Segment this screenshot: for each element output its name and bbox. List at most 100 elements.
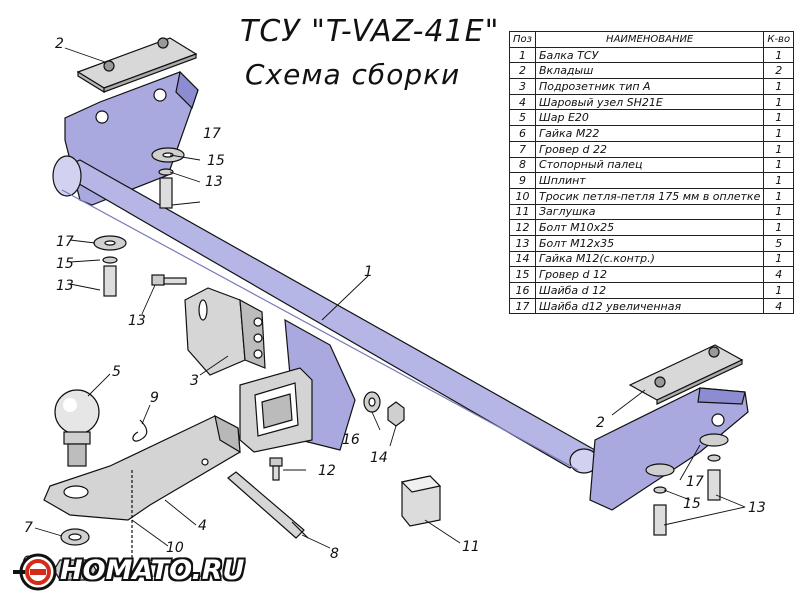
header-qty: К-во	[763, 31, 795, 48]
cell-name: Гровер d 22	[534, 140, 765, 158]
cell-name: Шаровый узел SH21E	[534, 93, 765, 111]
callout-14: 14	[370, 450, 388, 466]
cell-pos: 14	[509, 250, 536, 268]
part-5-tow-ball	[54, 389, 100, 467]
callout-16: 16	[342, 432, 360, 448]
cell-name: Гровер d 12	[534, 266, 765, 283]
part-16-washer	[363, 391, 381, 413]
leader-lines	[34, 47, 746, 549]
cell-qty: 1	[763, 46, 795, 64]
cell-pos: 11	[509, 203, 536, 221]
diagram-subtitle: Схема сборки	[245, 58, 461, 91]
diagram-title: ТСУ "T-VAZ-41E"	[240, 14, 500, 49]
callout-17-lower-left: 17	[56, 234, 74, 250]
cell-name: Болт М12х35	[534, 234, 765, 252]
cell-pos: 12	[509, 219, 536, 236]
cell-pos: 1	[509, 46, 536, 64]
part-2-upper-insert	[76, 37, 198, 94]
callout-9: 9	[150, 390, 159, 406]
callout-labels: 2 1 2 3 4 5 6 7 8 9 10 11 12 13 13 13 13…	[22, 36, 766, 570]
part-7-washer	[60, 528, 90, 546]
cell-qty: 1	[763, 109, 795, 127]
callout-1: 1	[364, 264, 373, 280]
cell-qty: 1	[763, 140, 795, 158]
callout-15-lower-left: 15	[56, 256, 74, 272]
callout-17-upper-left: 17	[203, 126, 221, 142]
part-9-cotter-pin	[132, 419, 148, 442]
cell-qty: 1	[763, 172, 795, 189]
callout-17-right: 17	[686, 474, 704, 490]
cell-qty: 1	[763, 219, 795, 236]
cell-pos: 6	[509, 125, 536, 142]
callout-8: 8	[330, 546, 339, 562]
cell-pos: 9	[509, 172, 536, 189]
cell-name: Шплинт	[534, 172, 765, 189]
callout-4: 4	[198, 518, 207, 534]
callout-2-top: 2	[55, 36, 64, 52]
cell-name: Гайка М22	[534, 125, 765, 142]
callout-2-right: 2	[596, 415, 605, 431]
cell-qty: 5	[763, 234, 795, 252]
cell-pos: 17	[509, 297, 536, 315]
part-2-lower-insert	[628, 344, 744, 405]
header-name: НАИМЕНОВАНИЕ	[534, 31, 765, 48]
part-8-stop-pin	[227, 471, 309, 539]
cell-qty: 1	[763, 282, 795, 299]
cell-name: Шайба d12 увеличенная	[534, 297, 765, 315]
callout-13-lower-left: 13	[56, 278, 74, 294]
cell-qty: 1	[763, 125, 795, 142]
cell-pos: 10	[509, 187, 536, 205]
callout-15-upper-left: 15	[207, 153, 225, 169]
cell-qty: 1	[763, 250, 795, 268]
cell-name: Вкладыш	[534, 62, 765, 80]
logo-text: HOMATO.RU	[60, 555, 245, 586]
cell-pos: 2	[509, 62, 536, 80]
cell-qty: 1	[763, 156, 795, 174]
cell-name: Стопорный палец	[534, 156, 765, 174]
part-4-ball-mount	[43, 414, 241, 521]
homato-logo	[13, 553, 57, 591]
fasteners-lower-left	[93, 235, 127, 297]
part-14-nut	[387, 401, 405, 427]
callout-13-right: 13	[748, 500, 766, 516]
fasteners-lower-right	[645, 433, 729, 536]
callout-13-upper-left: 13	[205, 174, 223, 190]
cell-name: Гайка М12(с.контр.)	[534, 250, 765, 268]
cell-pos: 5	[509, 109, 536, 127]
receiver-bracket	[239, 318, 356, 453]
callout-3: 3	[190, 373, 199, 389]
bolt-13-center	[151, 274, 187, 286]
cell-qty: 1	[763, 78, 795, 95]
cell-pos: 3	[509, 78, 536, 95]
cell-name: Балка ТСУ	[534, 46, 765, 64]
cell-pos: 13	[509, 234, 536, 252]
cell-qty: 1	[763, 187, 795, 205]
part-3-socket-holder	[184, 287, 266, 376]
cell-name: Шайба d 12	[534, 282, 765, 299]
cell-qty: 4	[763, 266, 795, 283]
part-11-cap	[400, 475, 442, 527]
cell-qty: 1	[763, 93, 795, 111]
cell-pos: 7	[509, 140, 536, 158]
cell-name: Заглушка	[534, 203, 765, 221]
callout-13-center: 13	[128, 313, 146, 329]
callout-12: 12	[318, 463, 336, 479]
callout-15-right: 15	[683, 496, 701, 512]
